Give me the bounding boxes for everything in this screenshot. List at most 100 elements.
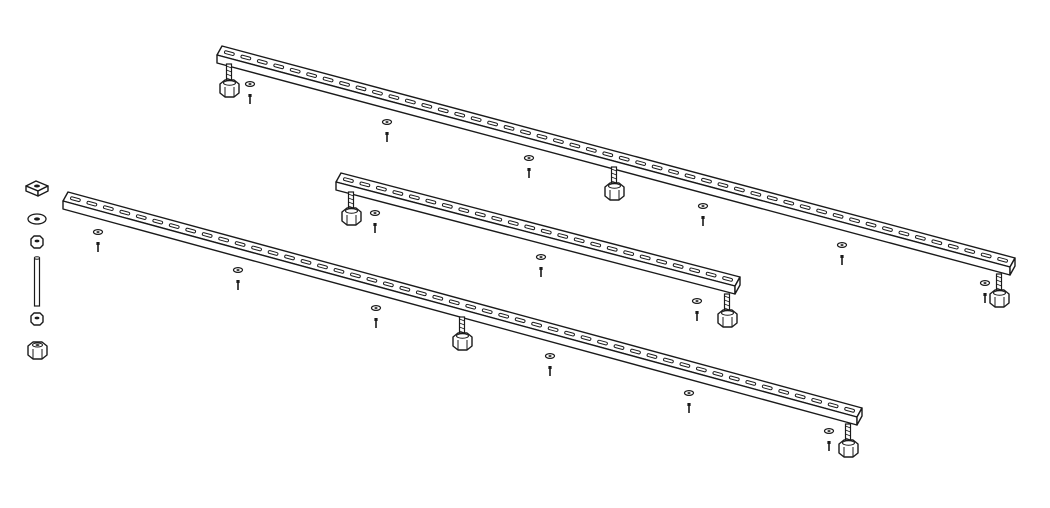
screw-head: [385, 132, 389, 135]
rail-slot: [240, 54, 252, 61]
rail-slot: [564, 330, 575, 337]
rail-slot: [454, 111, 466, 118]
rail-slot: [827, 402, 839, 409]
rail-slot: [339, 81, 350, 87]
foot-thread: [348, 197, 354, 201]
washer-hole: [840, 244, 844, 246]
rail-slot: [382, 281, 394, 288]
screw-head: [983, 293, 987, 296]
rail-slot: [811, 398, 823, 404]
rail-slot: [487, 120, 498, 127]
washer-hole: [827, 430, 831, 432]
rail-top-face: [216, 45, 1016, 268]
washer-hole: [385, 121, 389, 123]
screw-head: [374, 318, 378, 321]
screw-head: [96, 242, 100, 245]
screw-with-washer-icon: [823, 428, 835, 451]
rail-slot: [514, 317, 526, 324]
lock-nut-icon: [30, 235, 44, 249]
hardware-kit: [25, 180, 49, 360]
rail-slot: [524, 224, 536, 231]
washer-hole: [687, 392, 691, 394]
rail-slot: [481, 308, 493, 315]
washer-hole: [96, 231, 100, 233]
rail-slot: [399, 285, 411, 292]
rail-slot: [251, 245, 262, 252]
screw-with-washer-icon: [369, 210, 381, 233]
adjustable-foot-icon: [604, 166, 625, 201]
washer-hole: [527, 157, 531, 159]
rail-slot: [273, 63, 285, 70]
rail-slot: [914, 235, 926, 241]
rail-slot: [750, 191, 762, 197]
screw-head: [539, 267, 543, 270]
rail-slot: [613, 344, 625, 350]
screw-with-washer-icon: [691, 298, 703, 321]
rail-slot: [300, 259, 312, 265]
washer-hole: [695, 300, 699, 302]
screws-layer: [92, 80, 991, 451]
foot-thread: [845, 433, 851, 437]
rail-slot: [503, 125, 515, 131]
rail-slot: [898, 230, 910, 237]
rail-slot: [844, 406, 855, 413]
rail-slot: [540, 228, 552, 235]
rail-slot: [507, 220, 519, 226]
rail-slot: [234, 241, 246, 247]
screw-with-washer-icon: [92, 229, 104, 252]
screw-with-washer-icon: [697, 203, 709, 226]
rail-slot: [201, 232, 213, 238]
rail-slot: [606, 246, 618, 252]
screw-with-washer-icon: [836, 242, 848, 265]
foot-thread: [226, 69, 232, 73]
screw-with-washer-icon: [535, 254, 547, 277]
foot-thread: [996, 283, 1002, 287]
adjustable-foot-icon: [717, 293, 738, 328]
rail-slot: [717, 182, 729, 188]
rail-slot: [597, 339, 608, 346]
rail-slot: [766, 195, 778, 202]
threaded-rod-icon: [33, 256, 41, 307]
screw-head: [695, 311, 699, 314]
screw-with-washer-icon: [244, 80, 256, 104]
screw-with-washer-icon: [232, 267, 244, 290]
foot-top: [345, 208, 358, 214]
rail-slot: [465, 303, 477, 310]
rail-slot: [185, 227, 197, 234]
foot-top: [721, 310, 734, 316]
rail-slot: [668, 169, 679, 175]
screw-head: [687, 403, 691, 406]
hex-foot-nut-icon: [27, 341, 48, 360]
rail-slot: [778, 389, 790, 395]
square-washer-side: [37, 185, 49, 197]
foot-thread: [611, 172, 617, 176]
rail-slot: [679, 362, 691, 368]
rail-slot: [218, 236, 230, 243]
adjustable-foot-icon: [341, 191, 362, 226]
rail-top-face: [335, 172, 741, 287]
rail-slot: [695, 366, 707, 373]
rail-slot: [441, 203, 453, 209]
rail-slot: [333, 268, 345, 274]
foot-top: [842, 440, 855, 446]
rail-slot: [355, 85, 367, 92]
foot-thread: [459, 322, 465, 326]
rail-slot: [284, 254, 295, 261]
rails-layer: [62, 45, 1016, 426]
adjustable-foot-icon: [838, 423, 859, 458]
screw-head: [840, 255, 844, 258]
foot-thread: [724, 303, 730, 307]
rail-slot: [102, 205, 114, 211]
rail-slot: [520, 129, 531, 136]
rail-front: [62, 191, 863, 426]
rail-slot: [618, 155, 630, 162]
rail-side-face: [62, 200, 858, 426]
lock-nut-hole: [34, 316, 40, 320]
rail-slot: [734, 186, 745, 193]
square-washer-icon: [25, 180, 49, 197]
rail-slot: [832, 213, 844, 219]
rail-slot: [646, 353, 658, 359]
screw-with-washer-icon: [370, 305, 382, 328]
